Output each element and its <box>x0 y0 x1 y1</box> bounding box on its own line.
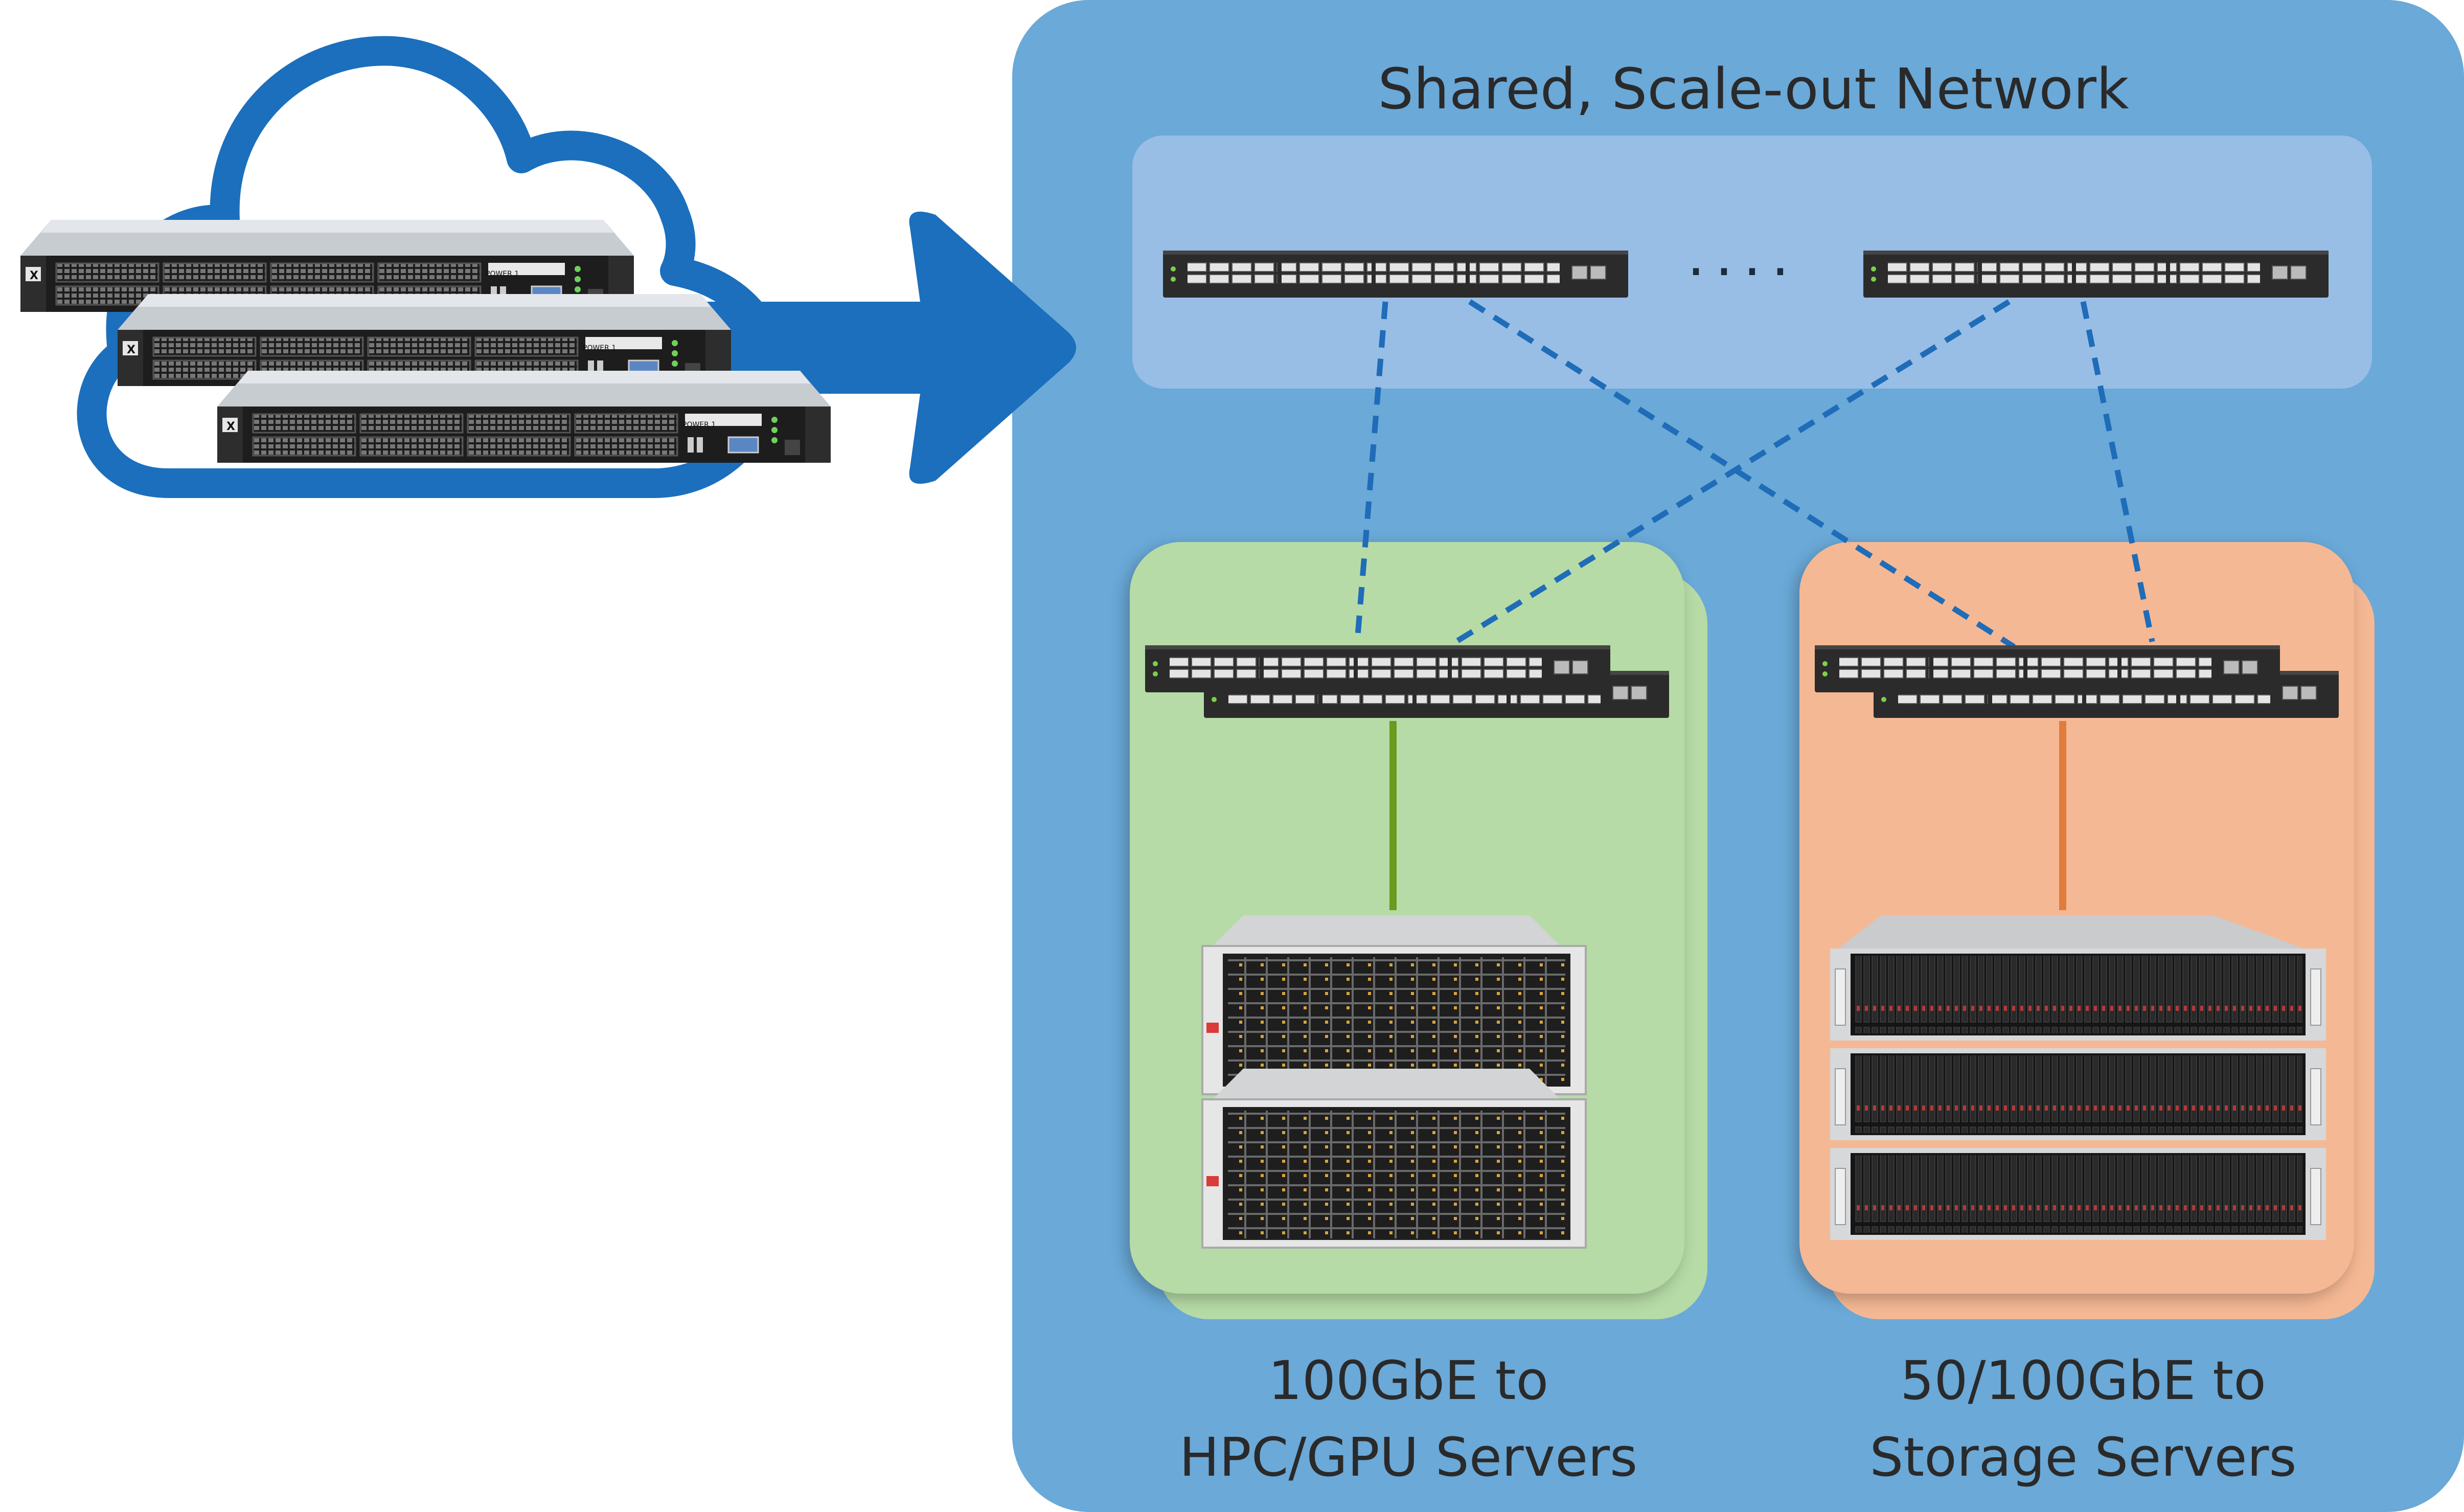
server-power-label: POWER 1 <box>682 421 716 429</box>
storage-chassis-lid <box>1835 915 2311 951</box>
storage-caption-line1: 50/100GbE to <box>1900 1349 2266 1412</box>
server-power-label: POWER 1 <box>583 344 616 352</box>
uplink-a-to-hpc <box>1354 301 1388 642</box>
storage-server-3 <box>1830 1147 2326 1240</box>
server-power-label: POWER 1 <box>486 270 519 278</box>
storage-server-1 <box>1830 948 2326 1041</box>
uplink-dashed-lines <box>1354 299 2155 649</box>
storage-caption-line2: Storage Servers <box>1869 1426 2297 1488</box>
hpc-switch-front <box>1145 645 1611 693</box>
storage-caption: 50/100GbE to Storage Servers <box>1769 1342 2398 1496</box>
network-title: Shared, Scale-out Network <box>1378 56 2129 122</box>
cloud-server-3 <box>216 370 832 464</box>
core-switch-left <box>1162 250 1629 298</box>
hpc-caption: 100GbE to HPC/GPU Servers <box>1094 1342 1723 1496</box>
hpc-server-bottom <box>1201 1068 1587 1249</box>
core-switch-right <box>1863 250 2329 298</box>
server-logo: X <box>127 344 135 356</box>
connect-arrow-icon <box>675 211 1076 484</box>
hpc-caption-line2: HPC/GPU Servers <box>1179 1426 1638 1488</box>
hpc-caption-line1: 100GbE to <box>1268 1349 1549 1412</box>
server-logo: X <box>226 420 235 433</box>
ellipsis-more-switches: .... <box>1687 223 1799 288</box>
hpc-server-top <box>1201 914 1587 1095</box>
server-logo: X <box>30 269 38 282</box>
storage-server-2 <box>1830 1048 2326 1141</box>
uplink-a-to-storage <box>1468 299 2016 649</box>
storage-switch-front <box>1814 645 2280 693</box>
uplink-b-to-storage <box>2080 301 2155 643</box>
uplink-b-to-hpc <box>1450 299 2011 647</box>
